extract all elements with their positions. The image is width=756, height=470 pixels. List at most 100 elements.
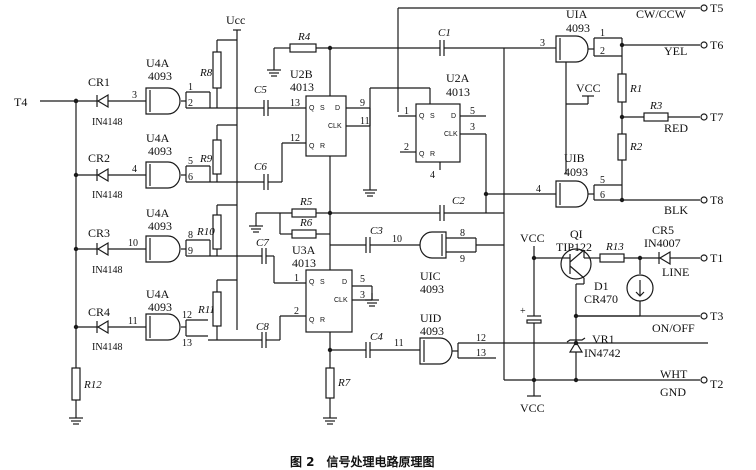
svg-text:C3: C3 bbox=[370, 225, 383, 237]
svg-text:11: 11 bbox=[394, 338, 404, 349]
terminal-t1[interactable] bbox=[700, 254, 708, 262]
resistor-r6 bbox=[291, 229, 317, 239]
resistor-r12 bbox=[71, 367, 81, 401]
cr2-part: IN4148 bbox=[92, 190, 123, 201]
svg-text:2: 2 bbox=[404, 142, 409, 153]
svg-text:Q: Q bbox=[309, 143, 315, 150]
svg-text:Q: Q bbox=[309, 105, 315, 112]
svg-text:4093: 4093 bbox=[420, 324, 444, 338]
resistor-r2 bbox=[617, 133, 627, 161]
svg-text:R6: R6 bbox=[299, 217, 313, 229]
svg-text:R9: R9 bbox=[199, 153, 213, 165]
svg-text:CLK: CLK bbox=[334, 297, 348, 304]
resistor-r7 bbox=[325, 367, 335, 399]
svg-text:QI: QI bbox=[570, 227, 583, 241]
svg-text:4: 4 bbox=[430, 170, 435, 181]
svg-text:11: 11 bbox=[360, 116, 370, 127]
svg-text:13: 13 bbox=[182, 338, 192, 349]
svg-text:C7: C7 bbox=[256, 237, 269, 249]
svg-text:S: S bbox=[320, 279, 325, 286]
resistor-r5 bbox=[291, 208, 317, 218]
svg-text:4013: 4013 bbox=[446, 85, 470, 99]
svg-text:8: 8 bbox=[460, 228, 465, 239]
svg-text:5: 5 bbox=[600, 175, 605, 186]
svg-text:13: 13 bbox=[290, 98, 300, 109]
terminal-t5[interactable] bbox=[700, 4, 708, 12]
nand-gate-uic bbox=[419, 231, 447, 259]
svg-text:4093: 4093 bbox=[564, 165, 588, 179]
cr3-label: CR3 bbox=[88, 226, 110, 240]
svg-text:S: S bbox=[430, 113, 435, 120]
svg-text:6: 6 bbox=[188, 172, 193, 183]
svg-text:10: 10 bbox=[128, 238, 138, 249]
r12-label: R12 bbox=[83, 379, 102, 391]
svg-text:R13: R13 bbox=[605, 241, 624, 253]
svg-text:4: 4 bbox=[536, 184, 541, 195]
svg-text:3: 3 bbox=[360, 290, 365, 301]
svg-text:TIP122: TIP122 bbox=[556, 240, 592, 254]
cr1-label: CR1 bbox=[88, 75, 110, 89]
svg-text:C5: C5 bbox=[254, 84, 267, 96]
svg-text:C2: C2 bbox=[452, 195, 465, 207]
nand-gate-3 bbox=[145, 235, 181, 263]
svg-text:D1: D1 bbox=[594, 279, 609, 293]
svg-text:4093: 4093 bbox=[420, 282, 444, 296]
svg-text:CR470: CR470 bbox=[584, 292, 618, 306]
svg-text:1: 1 bbox=[600, 28, 605, 39]
flipflop-u2a bbox=[415, 103, 461, 163]
svg-text:5: 5 bbox=[188, 156, 193, 167]
cr4-part: IN4148 bbox=[92, 342, 123, 353]
svg-text:10: 10 bbox=[392, 234, 402, 245]
svg-text:CR5: CR5 bbox=[652, 223, 674, 237]
svg-text:UID: UID bbox=[420, 311, 442, 325]
svg-text:CLK: CLK bbox=[444, 131, 458, 138]
svg-text:13: 13 bbox=[476, 348, 486, 359]
terminal-t3[interactable] bbox=[700, 312, 708, 320]
svg-text:IN4742: IN4742 bbox=[584, 346, 621, 360]
signal-red: RED bbox=[664, 121, 688, 135]
terminal-t8[interactable] bbox=[700, 196, 708, 204]
svg-text:12: 12 bbox=[476, 333, 486, 344]
svg-text:4: 4 bbox=[132, 164, 137, 175]
svg-text:12: 12 bbox=[182, 310, 192, 321]
gate-u4a-1-part: 4093 bbox=[148, 69, 172, 83]
signal-gnd: GND bbox=[660, 385, 686, 399]
signal-on-off: ON/OFF bbox=[652, 321, 695, 335]
resistor-r3 bbox=[643, 112, 669, 122]
svg-text:IN4007: IN4007 bbox=[644, 236, 681, 250]
signal-line: LINE bbox=[662, 265, 689, 279]
svg-text:C1: C1 bbox=[438, 27, 451, 39]
resistor-r13 bbox=[599, 253, 625, 263]
terminal-t6[interactable] bbox=[700, 41, 708, 49]
svg-text:D: D bbox=[335, 105, 340, 112]
svg-text:S: S bbox=[320, 105, 325, 112]
svg-text:+: + bbox=[520, 306, 526, 317]
svg-text:T3: T3 bbox=[710, 309, 723, 323]
svg-text:Q: Q bbox=[419, 113, 425, 120]
svg-text:5: 5 bbox=[360, 274, 365, 285]
cr2-label: CR2 bbox=[88, 151, 110, 165]
svg-text:4013: 4013 bbox=[292, 256, 316, 270]
ucc-label: Ucc bbox=[226, 13, 245, 27]
svg-text:11: 11 bbox=[128, 316, 138, 327]
svg-text:2: 2 bbox=[600, 46, 605, 57]
svg-text:D: D bbox=[451, 113, 456, 120]
svg-text:U4A: U4A bbox=[146, 131, 170, 145]
svg-text:4093: 4093 bbox=[148, 219, 172, 233]
svg-text:UIC: UIC bbox=[420, 269, 441, 283]
nand-gate-uib bbox=[555, 180, 589, 208]
svg-text:9: 9 bbox=[188, 246, 193, 257]
transistor-q1 bbox=[560, 248, 592, 280]
cr4-label: CR4 bbox=[88, 305, 110, 319]
terminal-t2[interactable] bbox=[700, 376, 708, 384]
svg-text:U2A: U2A bbox=[446, 71, 470, 85]
svg-text:12: 12 bbox=[290, 133, 300, 144]
svg-text:Q: Q bbox=[419, 151, 425, 158]
cr3-part: IN4148 bbox=[92, 265, 123, 276]
svg-text:T8: T8 bbox=[710, 193, 723, 207]
terminal-t7[interactable] bbox=[700, 113, 708, 121]
input-channel-3: CR3 IN4148 U4A 4093 10 8 9 bbox=[73, 206, 211, 276]
nand-gate-uia bbox=[555, 35, 589, 63]
capacitor-electrolytic bbox=[526, 319, 542, 324]
svg-text:1: 1 bbox=[294, 273, 299, 284]
